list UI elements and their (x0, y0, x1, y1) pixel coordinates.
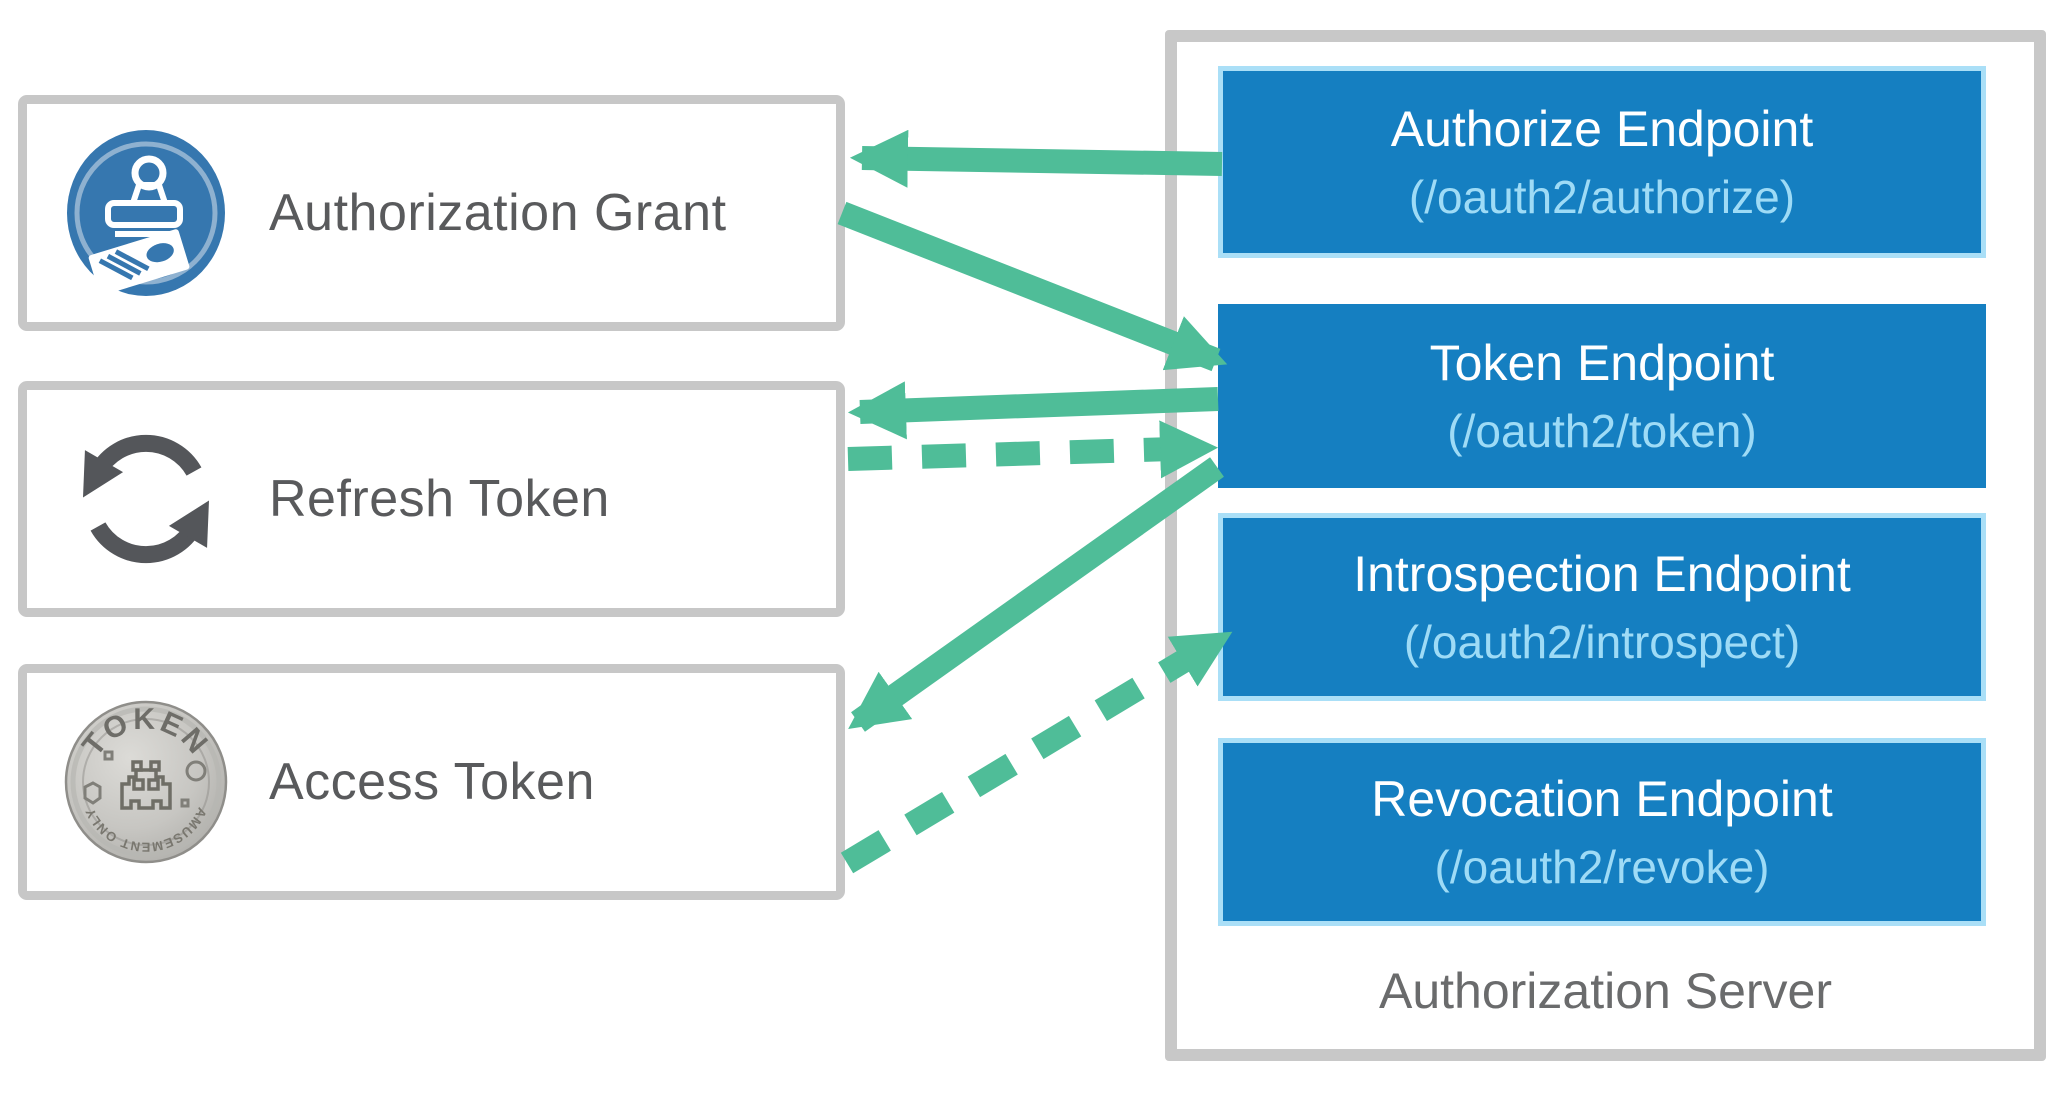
endpoint-authorize: Authorize Endpoint (/oauth2/authorize) (1218, 66, 1986, 258)
arrow-authorization-grant-to-token-endpoint (837, 201, 1228, 372)
coin-ghost-figure (120, 760, 172, 810)
stamp-icon (67, 130, 225, 296)
actor-label-authorization-grant: Authorization Grant (269, 184, 727, 242)
endpoint-title: Token Endpoint (1429, 335, 1775, 391)
refresh-token-box: Refresh Token (18, 381, 845, 617)
authorization-grant-box: Authorization Grant (18, 95, 845, 331)
endpoint-path: (/oauth2/revoke) (1434, 841, 1770, 893)
endpoint-path: (/oauth2/introspect) (1403, 616, 1801, 668)
actor-label-refresh-token: Refresh Token (269, 470, 610, 528)
endpoint-path: (/oauth2/authorize) (1408, 171, 1796, 223)
refresh-icon (83, 434, 209, 564)
endpoint-introspection: Introspection Endpoint (/oauth2/introspe… (1218, 513, 1986, 701)
endpoint-title: Authorize Endpoint (1390, 101, 1814, 157)
endpoint-title: Introspection Endpoint (1353, 546, 1851, 602)
authorization-server-label: Authorization Server (1378, 963, 1832, 1019)
access-token-box: TOKEN AMUSEMENT ONLY Access Token (18, 664, 845, 900)
endpoint-revocation: Revocation Endpoint (/oauth2/revoke) (1218, 738, 1986, 926)
endpoint-title: Revocation Endpoint (1371, 771, 1833, 827)
token-coin-icon: TOKEN AMUSEMENT ONLY (64, 700, 228, 864)
endpoint-token: Token Endpoint (/oauth2/token) (1218, 304, 1986, 488)
endpoint-path: (/oauth2/token) (1447, 405, 1757, 457)
arrow-refresh-token-to-token-endpoint (847, 420, 1219, 479)
actor-label-access-token: Access Token (269, 753, 595, 811)
arrow-token-endpoint-to-access-token (848, 457, 1224, 732)
